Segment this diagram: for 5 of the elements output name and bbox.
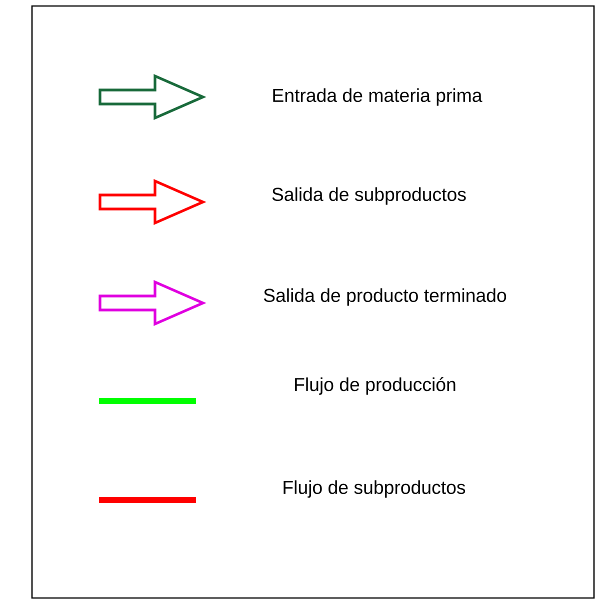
legend-text: Flujo de subproductos	[284, 480, 466, 498]
legend-text: Entrada de materia prima	[273, 88, 482, 106]
legend-text: Salida de producto terminado	[264, 288, 506, 306]
legend-text: Flujo de producción	[295, 377, 456, 395]
legend-text: Salida de subproductos	[272, 187, 466, 205]
